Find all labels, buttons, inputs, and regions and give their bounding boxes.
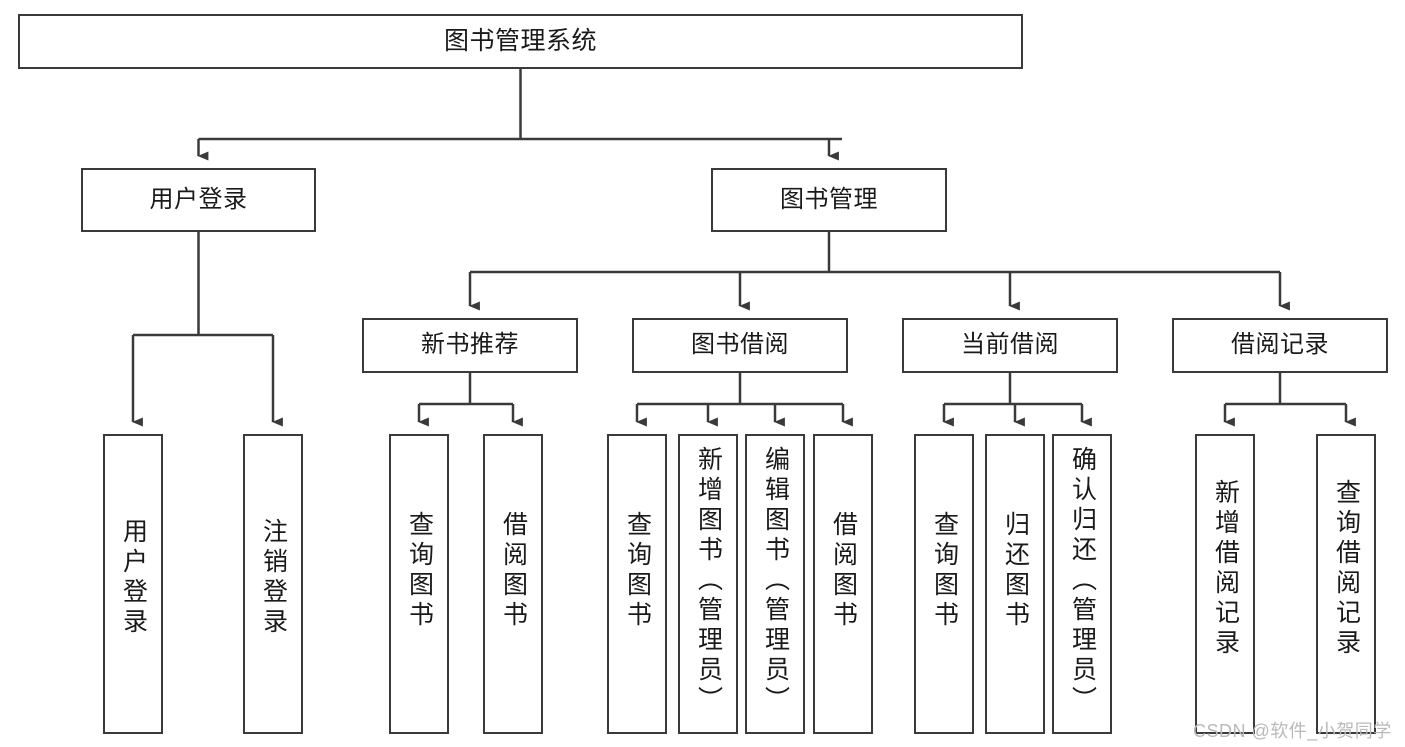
node-leaf-logout-login-label: 注销登录 (259, 518, 288, 638)
node-leaf-borrow-book-2[interactable]: 借阅图书 (813, 434, 873, 734)
node-leaf-user-login[interactable]: 用户登录 (103, 434, 163, 734)
node-user-login[interactable]: 用户登录 (81, 168, 316, 232)
node-leaf-query-borrow-record-label: 查询借阅记录 (1332, 479, 1361, 659)
node-leaf-add-borrow-record-label: 新增借阅记录 (1211, 479, 1240, 659)
node-user-login-label: 用户登录 (149, 185, 248, 213)
node-new-book-recommend-label: 新书推荐 (421, 331, 519, 359)
node-leaf-query-book-1[interactable]: 查询图书 (389, 434, 449, 734)
node-current-borrow[interactable]: 当前借阅 (902, 318, 1118, 373)
node-book-borrow[interactable]: 图书借阅 (632, 318, 848, 373)
node-leaf-return-book[interactable]: 归还图书 (985, 434, 1045, 734)
node-leaf-query-book-2[interactable]: 查询图书 (607, 434, 667, 734)
node-leaf-borrow-book-2-label: 借阅图书 (829, 511, 858, 631)
node-book-manage-label: 图书管理 (780, 185, 878, 213)
node-leaf-query-book-1-label: 查询图书 (405, 511, 434, 631)
node-book-borrow-label: 图书借阅 (691, 331, 789, 359)
node-leaf-logout-login[interactable]: 注销登录 (243, 434, 303, 734)
node-leaf-add-book-admin-label: 新增图书（管理员） (694, 446, 723, 716)
node-leaf-user-login-label: 用户登录 (119, 518, 148, 638)
node-leaf-query-book-2-label: 查询图书 (623, 511, 652, 631)
node-leaf-borrow-book-1-label: 借阅图书 (499, 511, 528, 631)
node-root-label: 图书管理系统 (443, 26, 597, 55)
node-leaf-query-borrow-record[interactable]: 查询借阅记录 (1316, 434, 1376, 734)
csdn-watermark: CSDN @软件_小贺同学 (1193, 721, 1392, 741)
node-leaf-confirm-return-admin-label: 确认归还（管理员） (1068, 446, 1097, 716)
node-leaf-query-book-3[interactable]: 查询图书 (914, 434, 974, 734)
node-leaf-borrow-book-1[interactable]: 借阅图书 (483, 434, 543, 734)
node-leaf-add-borrow-record[interactable]: 新增借阅记录 (1195, 434, 1255, 734)
node-leaf-query-book-3-label: 查询图书 (930, 511, 959, 631)
node-leaf-confirm-return-admin[interactable]: 确认归还（管理员） (1052, 434, 1112, 734)
node-book-manage[interactable]: 图书管理 (711, 168, 947, 232)
node-leaf-add-book-admin[interactable]: 新增图书（管理员） (678, 434, 738, 734)
node-root[interactable]: 图书管理系统 (18, 14, 1023, 69)
node-borrow-record[interactable]: 借阅记录 (1172, 318, 1388, 373)
node-leaf-edit-book-admin-label: 编辑图书（管理员） (761, 446, 790, 716)
node-leaf-return-book-label: 归还图书 (1001, 511, 1030, 631)
node-borrow-record-label: 借阅记录 (1231, 331, 1329, 359)
node-leaf-edit-book-admin[interactable]: 编辑图书（管理员） (745, 434, 805, 734)
node-new-book-recommend[interactable]: 新书推荐 (362, 318, 578, 373)
node-current-borrow-label: 当前借阅 (961, 331, 1059, 359)
